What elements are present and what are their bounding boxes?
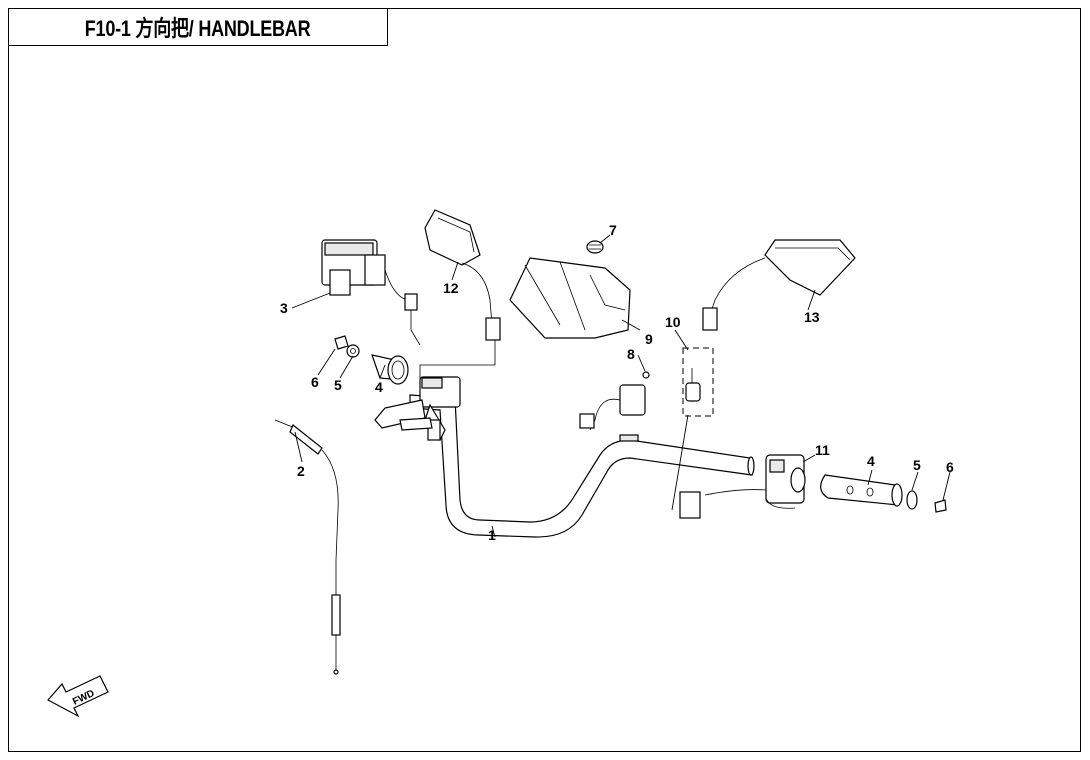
callout-5-left: 5 bbox=[334, 377, 342, 393]
title-block: F10-1 方向把/ HANDLEBAR bbox=[8, 8, 388, 46]
page-title: F10-1 方向把/ HANDLEBAR bbox=[84, 15, 311, 41]
callout-11: 11 bbox=[815, 442, 830, 458]
throttle-housing bbox=[321, 239, 421, 346]
callout-6-right: 6 bbox=[946, 459, 954, 475]
callout-4-right: 4 bbox=[867, 453, 875, 469]
callout-6-left: 6 bbox=[311, 374, 319, 390]
right-switch-housing bbox=[679, 454, 806, 519]
callout-1: 1 bbox=[488, 527, 496, 543]
callout-8: 8 bbox=[627, 346, 635, 362]
fwd-arrow: FWD bbox=[47, 675, 109, 718]
callout-13: 13 bbox=[804, 309, 820, 325]
left-mirror bbox=[424, 209, 501, 341]
handlebar bbox=[409, 394, 755, 538]
callout-labels: 1 2 3 4 4 5 5 6 6 7 8 9 10 11 12 13 bbox=[280, 222, 954, 543]
brake-master-cylinder bbox=[374, 340, 496, 442]
right-grip-assembly bbox=[820, 474, 947, 513]
callout-7: 7 bbox=[609, 222, 617, 238]
right-mirror bbox=[702, 239, 856, 331]
callout-2: 2 bbox=[297, 463, 305, 479]
cover-cap bbox=[586, 240, 604, 254]
callout-4-left: 4 bbox=[375, 379, 383, 395]
clamp-detail bbox=[682, 347, 714, 417]
callout-10: 10 bbox=[665, 314, 681, 330]
throttle-cable bbox=[274, 419, 341, 675]
callout-12: 12 bbox=[443, 280, 459, 296]
drawing-frame bbox=[8, 8, 1081, 752]
callout-9: 9 bbox=[645, 331, 653, 347]
accessory-switch bbox=[579, 371, 650, 431]
left-grip-assembly bbox=[334, 335, 409, 385]
callout-5-right: 5 bbox=[913, 457, 921, 473]
callout-3: 3 bbox=[280, 300, 288, 316]
leader-lines bbox=[291, 234, 951, 538]
handlebar-cover bbox=[509, 257, 631, 339]
